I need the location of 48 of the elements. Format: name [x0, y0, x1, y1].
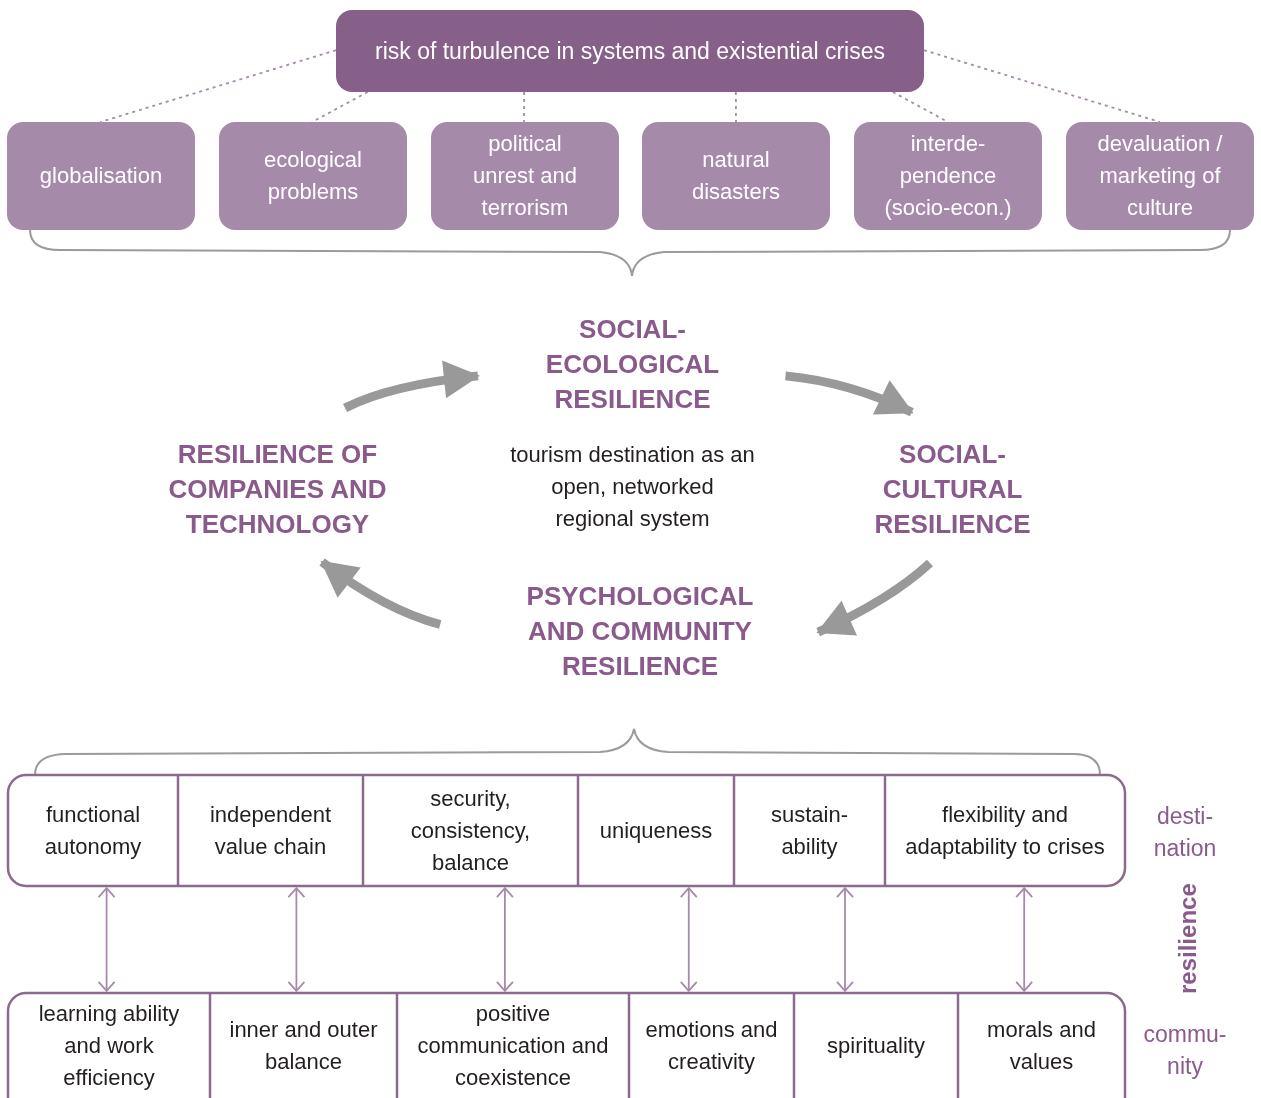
- curved-arrow: [343, 360, 480, 413]
- rotated-label: resilience: [1173, 882, 1202, 997]
- curved-arrow: [785, 371, 914, 417]
- factor-box: [1066, 122, 1254, 230]
- factor-label: globalisation: [39, 162, 163, 190]
- curved-arrow: [816, 559, 933, 637]
- factor-label: natural disasters: [690, 146, 781, 206]
- table-cell-text: sustain- ability: [769, 800, 849, 861]
- resilience-heading: SOCIAL- CULTURAL RESILIENCE: [873, 437, 1032, 541]
- factor-box: [854, 122, 1042, 230]
- factor-box: [219, 122, 407, 230]
- risk-box: [336, 10, 924, 92]
- risk-label: risk of turbulence in systems and existential crises: [374, 37, 885, 65]
- factor-box: [431, 122, 619, 230]
- table-cell-text: spirituality: [827, 1031, 925, 1060]
- table-cell-text: morals and values: [986, 1015, 1097, 1076]
- dotted-connector: [523, 91, 526, 123]
- resilience-heading: PSYCHOLOGICAL AND COMMUNITY RESILIENCE: [525, 579, 755, 683]
- dotted-connector: [99, 49, 337, 123]
- table-cell-text: functional autonomy: [43, 800, 143, 861]
- factor-label: interde- pendence (socio-econ.): [883, 130, 1013, 222]
- table-cell-text: flexibility and adaptability to crises: [904, 800, 1106, 861]
- factor-label: devaluation / marketing of culture: [1096, 130, 1224, 222]
- side-label: commu- nity: [1142, 1020, 1228, 1081]
- factor-box: [642, 122, 830, 230]
- dotted-connector: [734, 91, 737, 123]
- double-arrow: [1015, 887, 1034, 992]
- side-label: desti- nation: [1152, 802, 1218, 863]
- double-arrow: [287, 887, 306, 992]
- table-cell-text: emotions and creativity: [645, 1015, 778, 1076]
- curved-arrow: [319, 558, 442, 629]
- table-cell-text: inner and outer balance: [228, 1015, 379, 1076]
- factor-box: [7, 122, 195, 230]
- table-cell-text: positive communication and coexistence: [416, 999, 610, 1092]
- table-cell-text: security, consistency, balance: [409, 784, 532, 877]
- double-arrow: [496, 887, 514, 992]
- double-arrow: [97, 887, 116, 992]
- double-arrow: [679, 887, 698, 992]
- system-description: tourism destination as an open, networked regional system: [510, 441, 755, 533]
- table-cell-text: uniqueness: [599, 816, 713, 845]
- resilience-heading: SOCIAL- ECOLOGICAL RESILIENCE: [544, 312, 721, 416]
- resilience-heading: RESILIENCE OF COMPANIES AND TECHNOLOGY: [167, 437, 388, 541]
- table-cell-text: independent value chain: [208, 800, 333, 861]
- double-arrow: [836, 887, 854, 992]
- factor-label: political unrest and terrorism: [472, 130, 578, 222]
- dotted-connector: [923, 49, 1161, 123]
- table-cell-text: learning ability and work efficiency: [37, 999, 181, 1092]
- factor-label: ecological problems: [263, 146, 363, 206]
